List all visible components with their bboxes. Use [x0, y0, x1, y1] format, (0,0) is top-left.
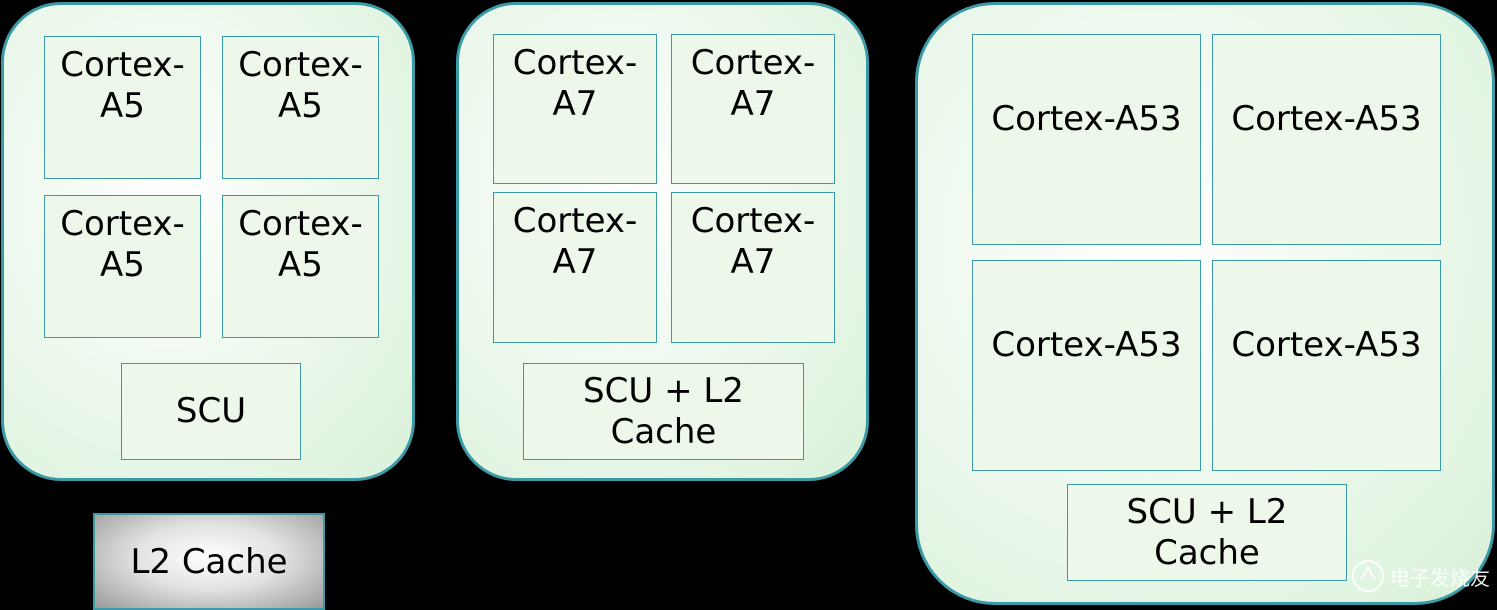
scu-label: SCU — [175, 391, 247, 432]
cortex-a5-core-1: Cortex- A5 — [44, 36, 201, 179]
core-label: Cortex-A53 — [991, 325, 1182, 365]
core-label: Cortex- A7 — [512, 43, 638, 124]
core-label: Cortex- A7 — [690, 201, 816, 282]
core-label: Cortex-A53 — [991, 99, 1182, 139]
core-label: Cortex- A5 — [60, 45, 185, 126]
watermark-text: 电子发烧友 — [1390, 565, 1490, 590]
scu-l2-label: SCU + L2 Cache — [583, 370, 744, 452]
cortex-a7-cluster: Cortex- A7 Cortex- A7 Cortex- A7 Cortex-… — [456, 2, 869, 481]
l2-cache-label: L2 Cache — [130, 541, 288, 582]
watermark: 电子发烧友 — [1350, 558, 1490, 594]
cortex-a53-cluster: Cortex-A53 Cortex-A53 Cortex-A53 Cortex-… — [915, 2, 1495, 605]
external-l2-cache-box: L2 Cache — [93, 513, 325, 610]
cortex-a53-core-1: Cortex-A53 — [972, 34, 1201, 245]
cortex-a53-core-3: Cortex-A53 — [972, 260, 1201, 471]
scu-l2-label: SCU + L2 Cache — [1126, 491, 1288, 573]
scu-l2-cache-box: SCU + L2 Cache — [523, 363, 804, 460]
watermark-logo-icon — [1352, 560, 1384, 592]
core-label: Cortex- A5 — [238, 45, 363, 126]
cortex-a7-core-1: Cortex- A7 — [493, 34, 657, 184]
cortex-a53-core-4: Cortex-A53 — [1212, 260, 1441, 471]
cortex-a53-core-2: Cortex-A53 — [1212, 34, 1441, 245]
core-label: Cortex- A5 — [60, 204, 185, 285]
scu-box: SCU — [121, 363, 301, 460]
cortex-a7-core-2: Cortex- A7 — [671, 34, 835, 184]
core-label: Cortex-A53 — [1231, 99, 1422, 139]
core-label: Cortex- A7 — [690, 43, 816, 124]
cortex-a5-core-2: Cortex- A5 — [222, 36, 379, 179]
cortex-a5-cluster: Cortex- A5 Cortex- A5 Cortex- A5 Cortex-… — [1, 2, 415, 481]
cortex-a5-core-3: Cortex- A5 — [44, 195, 201, 338]
cortex-a7-core-4: Cortex- A7 — [671, 192, 835, 343]
cortex-a5-core-4: Cortex- A5 — [222, 195, 379, 338]
core-label: Cortex- A5 — [238, 204, 363, 285]
core-label: Cortex-A53 — [1231, 325, 1422, 365]
scu-l2-cache-box: SCU + L2 Cache — [1067, 484, 1347, 581]
cortex-a7-core-3: Cortex- A7 — [493, 192, 657, 343]
core-label: Cortex- A7 — [512, 201, 638, 282]
